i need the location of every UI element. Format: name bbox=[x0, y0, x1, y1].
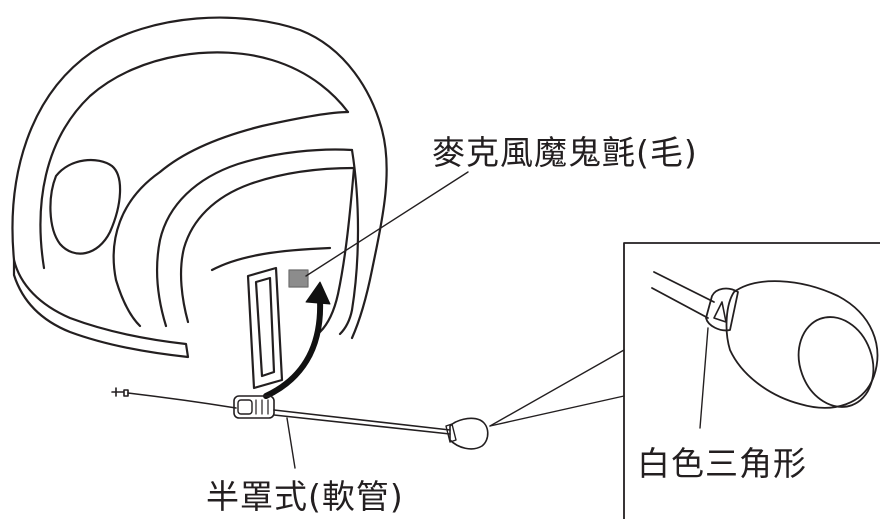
mic-mount-ribs bbox=[255, 399, 269, 415]
velcro-label: 麥克風魔鬼氈(毛) bbox=[432, 133, 698, 172]
helmet-chin-strap bbox=[246, 266, 284, 390]
mic-head-collar bbox=[445, 423, 457, 443]
detail-boom-arm bbox=[651, 271, 715, 319]
mic-mount-clip bbox=[237, 399, 253, 415]
detail-windscreen-face bbox=[797, 316, 875, 408]
helmet-bottom-rim bbox=[12, 258, 190, 359]
detail-collar bbox=[705, 287, 739, 332]
helmet-cheek-pad-inner bbox=[318, 166, 356, 334]
helmet-cheek-lining bbox=[210, 246, 332, 272]
white-triangle-label: 白色三角形 bbox=[637, 444, 807, 483]
helmet-illustration bbox=[11, 16, 388, 390]
triangle-leader-line bbox=[699, 327, 709, 429]
helmet-face-opening bbox=[112, 110, 350, 328]
mounting-arrow-head bbox=[305, 281, 331, 305]
mic-cable bbox=[127, 392, 237, 409]
helmet-inner-lining bbox=[156, 148, 354, 328]
helmet-shell-contour bbox=[39, 51, 350, 270]
detail-frame bbox=[623, 242, 880, 519]
helmet-cheek-pad-outer bbox=[338, 148, 360, 336]
boom-type-leader-line bbox=[286, 417, 296, 469]
detail-zoom-box bbox=[623, 242, 880, 519]
velcro-patch bbox=[288, 269, 309, 288]
white-triangle-marker bbox=[713, 301, 727, 323]
boom-microphone bbox=[111, 387, 489, 450]
helmet-inner-lining-2 bbox=[179, 166, 356, 324]
zoom-leader-upper bbox=[489, 349, 625, 427]
zoom-leader-lower bbox=[489, 395, 625, 427]
mic-connector bbox=[111, 387, 129, 397]
velcro-leader-line bbox=[305, 171, 469, 277]
helmet-chin-strap-inner bbox=[254, 276, 276, 378]
mounting-arrow bbox=[263, 281, 331, 399]
detail-windscreen bbox=[725, 280, 879, 409]
boom-type-label: 半罩式(軟管) bbox=[206, 477, 404, 516]
mic-boom-arm bbox=[273, 409, 451, 435]
helmet-outer-shell bbox=[11, 16, 388, 340]
mic-head bbox=[449, 417, 489, 450]
helmet-ear-pocket bbox=[49, 159, 122, 255]
mounting-arrow-shaft bbox=[263, 297, 324, 399]
mic-mount-base bbox=[233, 395, 275, 419]
